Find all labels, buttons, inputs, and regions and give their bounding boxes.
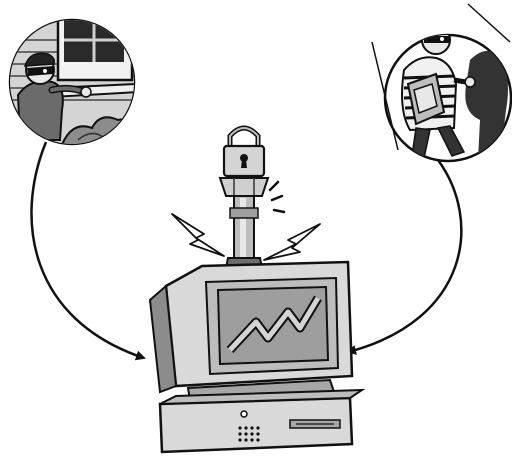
burglar-window-scene	[8, 14, 140, 155]
lightning-bolt-icon	[264, 224, 320, 260]
lightning-bolt-icon	[172, 214, 224, 256]
right-arrow	[348, 160, 461, 352]
desktop-computer	[150, 262, 362, 452]
padlocked-sensor	[220, 128, 268, 268]
left-arrow	[31, 142, 144, 358]
power-button	[241, 411, 247, 417]
alarm-ticks	[270, 182, 284, 212]
burglar-computer-scene	[372, 4, 511, 161]
